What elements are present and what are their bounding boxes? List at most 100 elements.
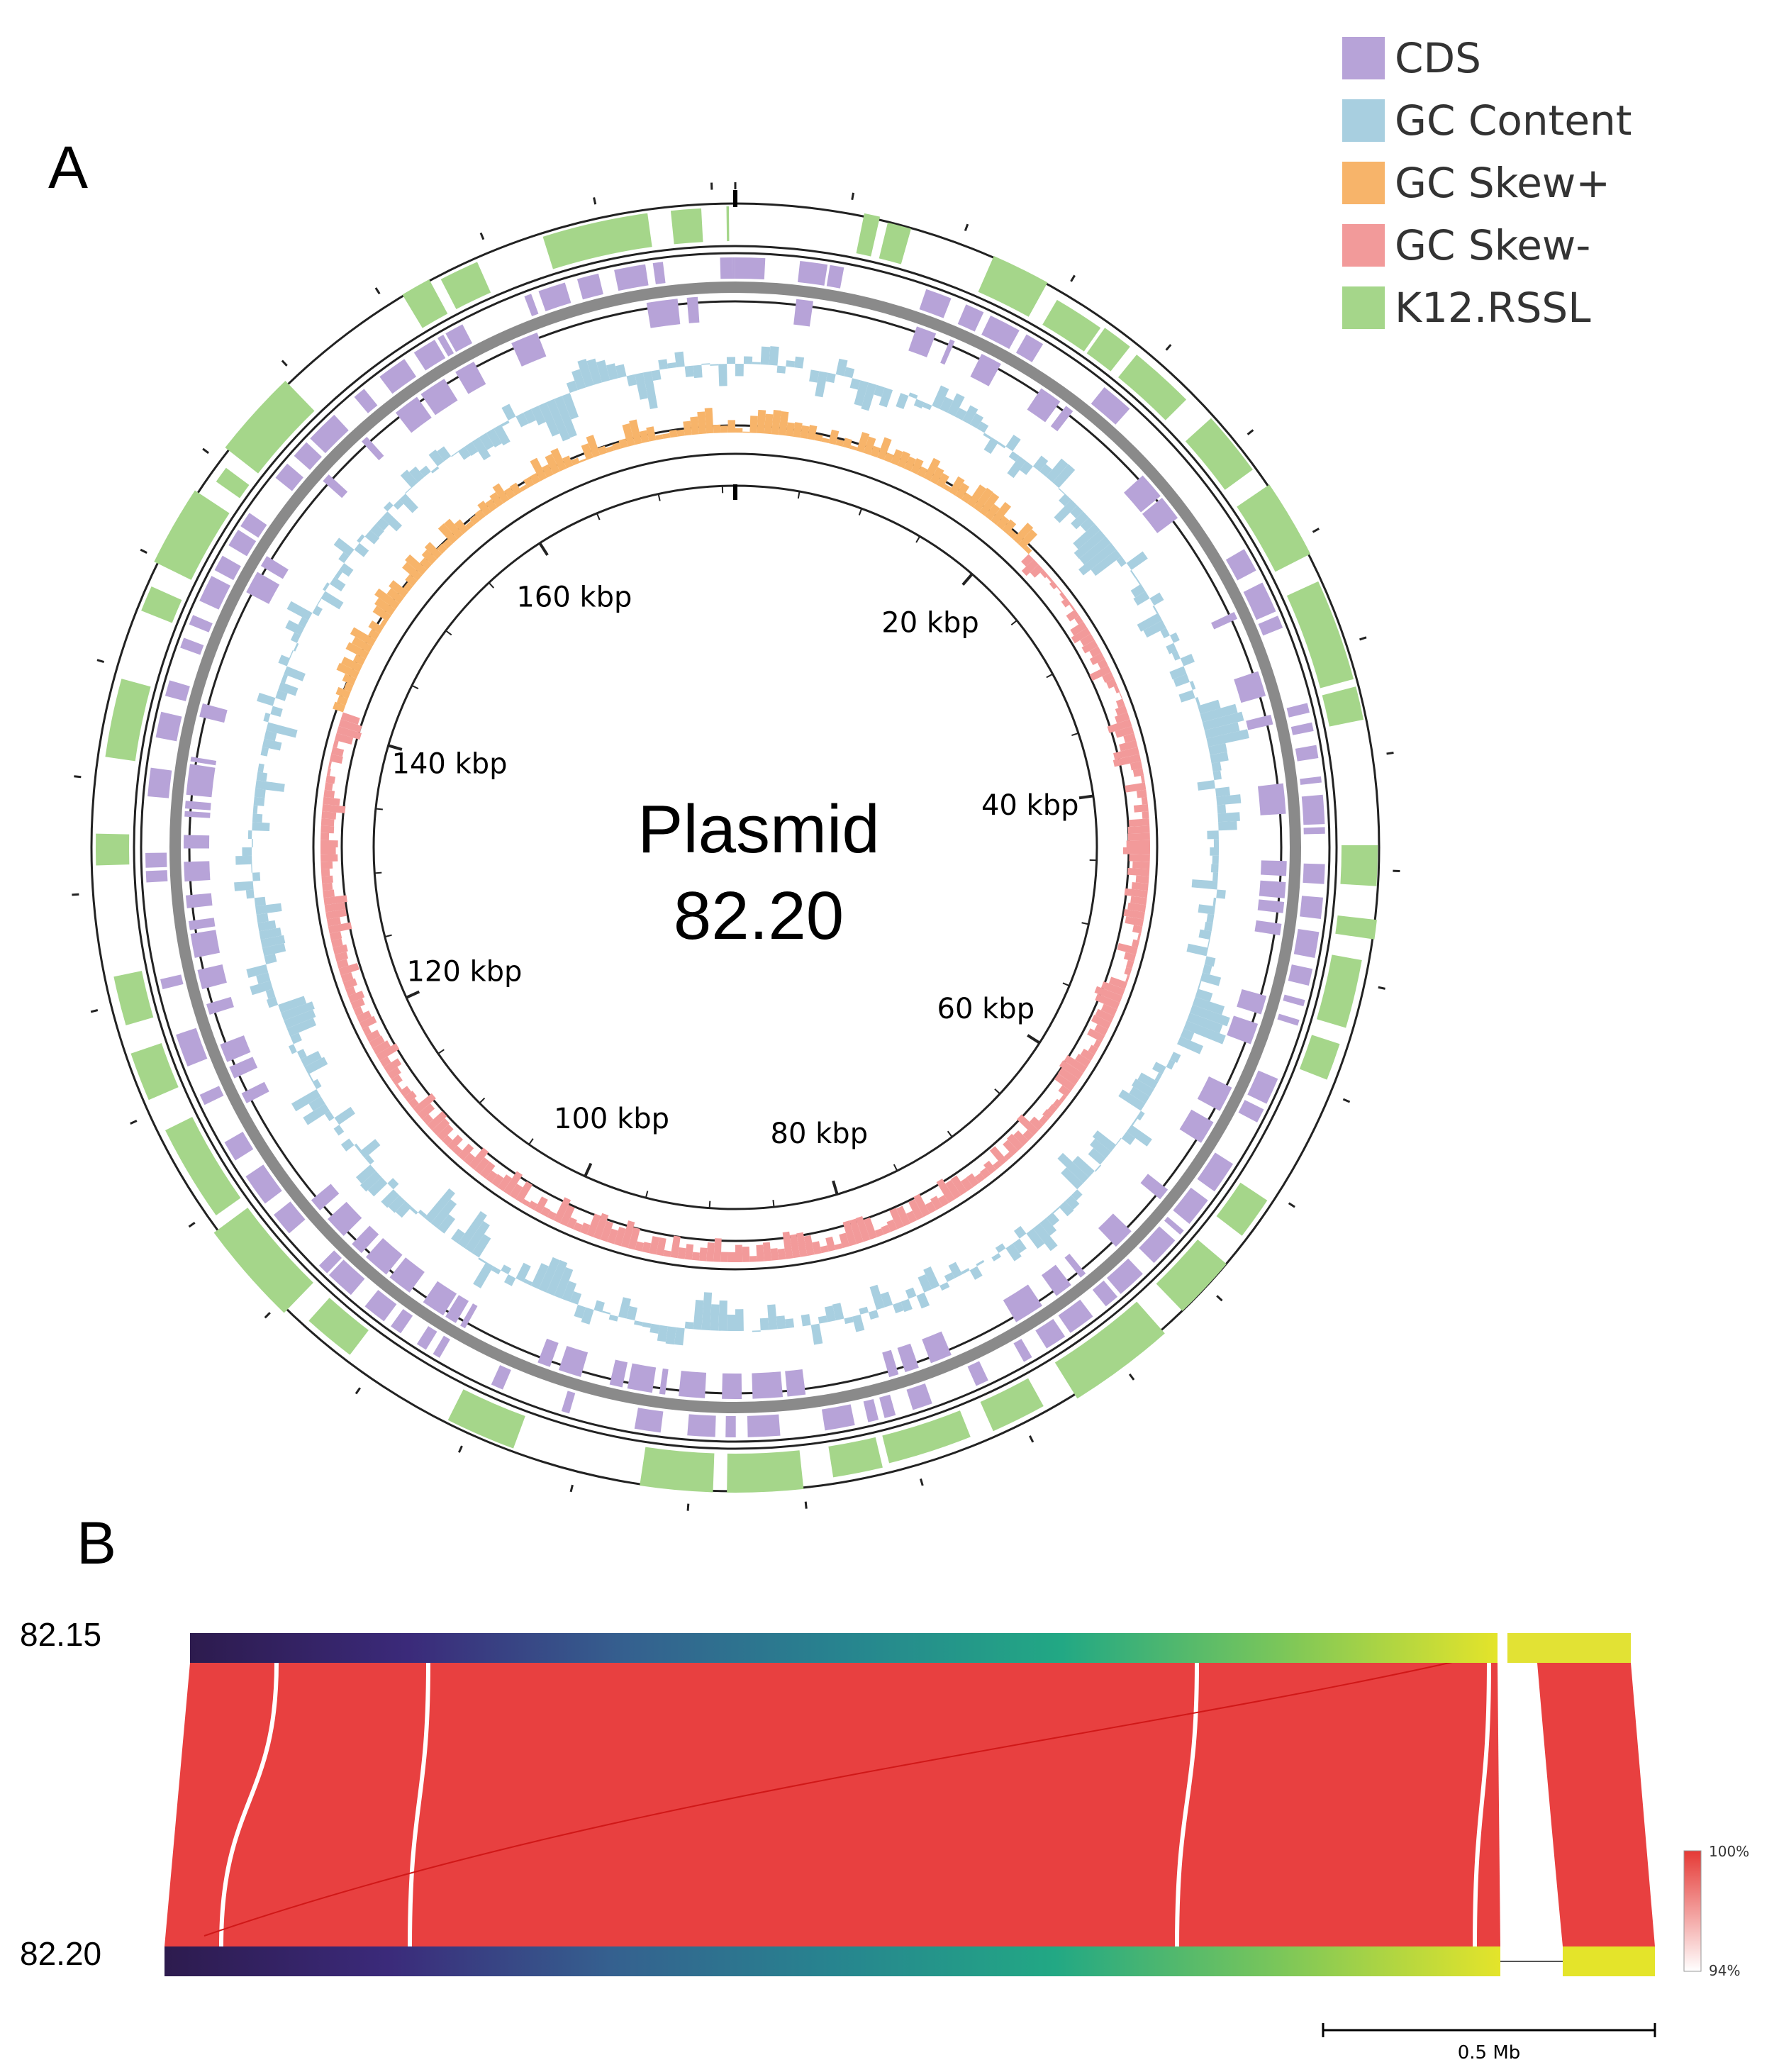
gc-content-bar [304,1057,328,1075]
tick-mark [528,1138,534,1145]
gc-content-bar [437,1214,456,1234]
gc-skew-plus-bar [403,581,413,592]
gc-content-bar [296,1049,307,1059]
gc-skew-minus-bar [422,1114,434,1125]
k12-block [1299,1035,1340,1080]
gc-content-track [234,346,1249,1346]
gc-content-bar [1207,939,1210,948]
gc-content-bar [596,360,610,383]
k12-block [670,208,703,245]
gc-content-bar [1189,1005,1230,1027]
gc-skew-plus-bar [503,486,515,500]
gc-skew-minus-bar [1102,672,1115,683]
gc-content-bar [264,953,277,964]
gc-skew-minus-bar [1127,868,1150,876]
gc-skew-minus-bar [387,1066,401,1080]
cds-feature [379,359,417,394]
gc-skew-minus-bar [966,1173,979,1188]
tick-mark [772,1200,775,1208]
gc-content-bar [651,369,662,381]
cds-feature [981,315,1020,350]
tick-label: 40 kbp [981,789,1079,822]
gc-content-bar [674,351,685,368]
gc-skew-minus-bar [1108,976,1128,990]
cds-feature [190,757,217,766]
cds-feature [445,1295,469,1323]
gc-skew-plus-bar [545,453,560,475]
outer-tick-mark [1342,1098,1351,1103]
gc-skew-minus-bar [413,1093,436,1115]
gc-skew-plus-bar [368,620,384,634]
outer-tick-mark [569,1484,574,1493]
gc-skew-minus-bar [993,1160,1003,1170]
cds-feature [1013,1339,1032,1362]
cds-feature [1106,1258,1143,1294]
gc-skew-minus-bar [839,1232,850,1249]
tick-mark [437,1049,445,1054]
gc-content-bar [1211,762,1222,772]
gc-content-bar [1005,434,1021,452]
gc-skew-plus-bar [530,457,547,481]
gc-skew-plus-bar [622,423,635,447]
tick-label: 140 kbp [392,748,508,781]
gc-content-bar [693,1299,704,1330]
gc-skew-plus-bar [991,501,1012,525]
gc-content-bar [944,1272,955,1282]
cds-feature [184,861,211,882]
tick-label: 120 kbp [406,955,522,988]
gc-content-bar [1215,786,1230,797]
cds-feature [1247,1070,1278,1104]
gc-content-bar [515,1262,531,1282]
gc-skew-plus-bar [550,447,567,472]
gc-content-bar [657,1325,669,1342]
gc-skew-minus-bar [1135,875,1149,884]
gc-skew-minus-bar [321,811,337,820]
k12-block [726,206,730,242]
gc-skew-minus-bar [395,1084,402,1091]
cds-feature [1015,334,1044,362]
gc-skew-minus-bar [324,782,333,791]
gc-content-bar [340,1138,355,1152]
gc-skew-minus-bar [579,1222,591,1235]
cds-feature [455,361,486,394]
gc-skew-minus-bar [1061,597,1071,608]
cds-feature [609,1359,628,1388]
gc-content-bar [262,738,282,751]
gc-content-bar [1169,1052,1181,1063]
gc-content-bar [1180,1028,1195,1041]
gc-skew-plus-bar [424,542,442,559]
gc-skew-minus-bar [383,1058,402,1074]
gc-content-bar [464,1220,490,1253]
gc-skew-minus-bar [1106,679,1117,689]
gc-skew-plus-bar [489,491,503,508]
gc-skew-minus-bar [1058,1085,1071,1098]
k12-block [1316,954,1362,1028]
cds-feature [352,1225,379,1254]
gc-skew-minus-bar [1112,754,1142,767]
legend-item-k12-rssl: K12.RSSL [1342,277,1632,339]
gc-content-bar [1186,1013,1223,1034]
gc-content-bar [626,374,637,386]
gc-skew-plus-bar [757,410,766,434]
gc-content-bar [947,393,965,417]
gc-content-bar [1020,461,1033,475]
gc-content-bar [918,1274,932,1293]
gc-skew-minus-bar [1131,881,1149,891]
outer-tick-mark [72,893,79,896]
gc-skew-minus-bar [347,991,365,1003]
gc-content-bar [554,1266,574,1299]
cds-feature [180,637,204,655]
cds-feature [184,835,210,849]
gc-content-bar [825,372,836,384]
gc-skew-minus-bar [320,818,335,827]
gc-content-bar [381,1189,400,1208]
gc-skew-plus-bar [662,433,671,439]
cds-feature [328,1201,362,1236]
gc-content-bar [1046,1212,1060,1226]
outer-tick-mark [96,659,105,663]
gc-skew-minus-bar [1003,1152,1013,1161]
gc-content-bar [251,864,252,873]
gc-skew-minus-bar [642,1242,652,1254]
tick-mark [1046,673,1054,679]
origin-marker [733,484,737,500]
